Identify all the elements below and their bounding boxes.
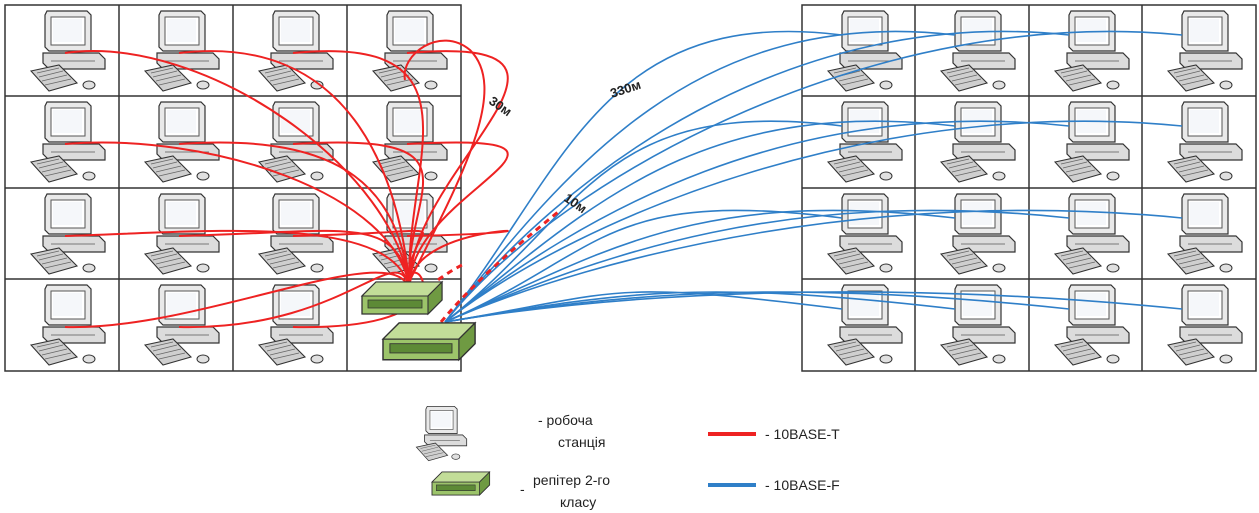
copper-cable — [64, 141, 411, 293]
left-workstation-grid — [4, 4, 462, 372]
fiber-cable — [444, 209, 843, 323]
10base-t-cables — [64, 39, 509, 329]
fiber-cable — [444, 209, 1070, 323]
workstation-icon — [827, 193, 903, 275]
copper-cable — [406, 141, 509, 293]
repeater-lower — [382, 322, 476, 361]
copper-cable — [178, 229, 411, 293]
legend-10base-f-label: - 10BASE-F — [765, 477, 840, 493]
workstation-icon — [1167, 101, 1243, 183]
workstation-icon — [1167, 284, 1243, 366]
fiber-cable — [444, 30, 1183, 323]
fiber-cable — [444, 291, 843, 323]
workstation-icon — [827, 101, 903, 183]
workstation-icon — [30, 284, 106, 366]
fiber-cable — [444, 209, 1183, 323]
10base-f-cables — [444, 30, 1183, 323]
copper-cable — [64, 271, 411, 329]
workstation-icon — [940, 101, 1016, 183]
dashed-10m-link — [439, 210, 559, 323]
legend-workstation-icon — [415, 405, 468, 462]
legend: - робоча станція - репітер 2-го класу - … — [415, 405, 840, 510]
distance-label-30m: 30м — [486, 93, 514, 119]
copper-cable — [178, 141, 411, 293]
legend-repeater-label-1: репітер 2-го — [533, 472, 610, 488]
copper-cable — [406, 50, 509, 293]
workstation-icon — [258, 284, 334, 366]
right-workstation-grid — [801, 4, 1257, 372]
copper-cable — [292, 141, 425, 293]
workstation-icon — [940, 284, 1016, 366]
fiber-cable — [444, 120, 1070, 323]
workstation-icon — [144, 193, 220, 275]
legend-10base-t-label: - 10BASE-T — [765, 426, 840, 442]
legend-repeater-label-2: класу — [560, 494, 596, 510]
copper-cable — [64, 50, 411, 293]
copper-cable — [292, 229, 424, 293]
fiber-cable — [444, 120, 1183, 323]
fiber-cable — [444, 120, 843, 323]
workstation-icon — [1054, 284, 1130, 366]
fiber-cable — [444, 30, 843, 323]
copper-cable — [292, 50, 425, 293]
fiber-cable — [444, 291, 1183, 323]
legend-repeater-dash: - — [520, 481, 525, 497]
legend-workstation-label-2: станція — [558, 434, 605, 450]
workstation-icon — [1167, 10, 1243, 92]
legend-workstation-label-1: - робоча — [538, 412, 593, 428]
fiber-cable — [444, 30, 956, 323]
distance-label-330m: 330м — [608, 77, 642, 101]
workstation-icon — [940, 10, 1016, 92]
workstation-icon — [1167, 193, 1243, 275]
copper-cable — [178, 271, 411, 329]
copper-cable — [64, 229, 411, 293]
repeater-upper — [361, 281, 443, 315]
workstation-icon — [1054, 193, 1130, 275]
workstation-icon — [940, 193, 1016, 275]
legend-repeater-icon — [431, 471, 491, 496]
workstation-icon — [1054, 10, 1130, 92]
workstation-icon — [1054, 101, 1130, 183]
workstation-icon — [827, 10, 903, 92]
copper-cable-30m — [403, 39, 486, 291]
workstation-icon — [144, 284, 220, 366]
copper-cable — [178, 50, 411, 293]
fiber-cable — [444, 209, 956, 323]
fiber-cable — [444, 120, 956, 323]
